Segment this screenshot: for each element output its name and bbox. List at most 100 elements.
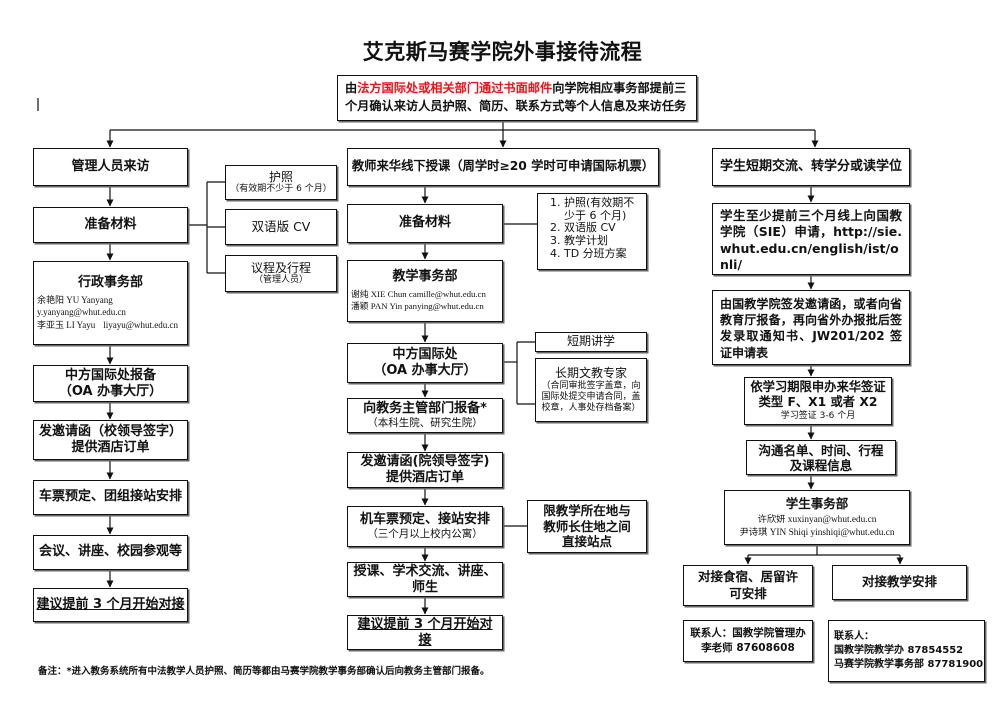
expert-short-term: 短期讲学	[535, 332, 647, 352]
step-label: 会议、讲座、校园参观等	[38, 544, 182, 560]
contact-row: 潘颖 PAN Yin panying@whut.edu.cn	[351, 300, 484, 311]
intro-highlight: 法方国际处或相关部门通过书面邮件	[357, 81, 553, 95]
intro-rest: 向学院相应事务部提前三个月确认来访人员护照、简历、联系方式等个人信息及来访任务	[345, 81, 687, 113]
visa-note: 学习签证 3-6 个月	[780, 410, 856, 421]
step-sublabel: （OA 办事大厅）	[373, 363, 477, 378]
admin-office-box: 行政事务部 余艳阳 YU Yanyang y.yanyang@whut.edu.…	[33, 261, 188, 345]
step-sublabel: 提供酒店订单	[385, 470, 464, 485]
branch-label: 对接食宿、居留许可安排	[697, 569, 798, 601]
contact-line: 国教学院教学办 87854552	[834, 645, 964, 656]
office-title: 学生事务部	[785, 495, 849, 511]
step-label: 中方国际处	[392, 347, 458, 363]
expert-label: 长期文教专家	[554, 365, 627, 380]
branch-label: 对接教学安排	[861, 574, 937, 590]
mgmt-step-tickets: 车票预定、团组接站安排	[33, 480, 188, 515]
communicate-text: 沟通名单、时间、行程及课程信息	[758, 442, 884, 473]
material-label: 议程及行程	[250, 260, 311, 275]
step-label: 授课、学术交流、讲座、师生	[353, 563, 497, 595]
contact-email: liyayu@whut.edu.cn	[103, 319, 179, 330]
students-header: 学生短期交流、转学分或读学位	[712, 148, 910, 186]
management-header: 管理人员来访	[33, 148, 188, 186]
contact-row: 尹诗琪 YIN Shiqi yinshiqi@whut.edu.cn	[739, 527, 895, 538]
teachers-step-intl-office: 中方国际处 （OA 办事大厅）	[347, 343, 503, 383]
teachers-header-label: 教师来华线下授课（周学时≥20 学时可申请国际机票）	[351, 159, 655, 173]
contact-line: 联系人：国教学院管理办	[690, 627, 806, 640]
invitation-text: 由国教学院签发邀请函，或者向省教育厅报备，再向省外办报批后签发录取通知书、JW2…	[720, 297, 902, 360]
material-cv: 双语版 CV	[225, 209, 337, 245]
management-materials: 准备材料	[33, 207, 188, 243]
mgmt-step-advance: 建议提前 3 个月开始对接	[33, 588, 188, 622]
management-header-label: 管理人员来访	[71, 158, 150, 174]
material-label: 护照	[268, 169, 293, 184]
pickup-note: 限教学所在地与教师长住地之间直接站点	[543, 503, 631, 550]
contact-row: 许欣妍 xuxinyan@whut.edu.cn	[757, 515, 877, 526]
contact-box-teaching: 联系人： 国教学院教学办 87854552 马赛学院教学事务部 87781900	[828, 620, 985, 682]
teachers-materials-list: 护照(有效期不少于 6 个月) 双语版 CV 教学计划 TD 分班方案	[537, 193, 647, 270]
material-item: 护照(有效期不少于 6 个月)	[564, 196, 643, 222]
office-title: 行政事务部	[77, 275, 143, 291]
step-label: 机车票预定、接站安排	[359, 511, 490, 527]
step-label: 车票预定、团组接站安排	[38, 489, 182, 505]
intro-prefix: 由	[345, 81, 358, 95]
step-label: 发邀请函(院领导签字)	[360, 454, 490, 470]
material-passport: 护照 （有效期不少于 6 个月）	[225, 165, 337, 200]
contact-line: 李老师 87608608	[701, 642, 795, 654]
students-header-label: 学生短期交流、转学分或读学位	[719, 158, 902, 174]
contact-name: 李亚玉 LI Yayu	[37, 319, 96, 330]
mgmt-step-invitation: 发邀请函（校领导签字） 提供酒店订单	[33, 420, 188, 460]
expert-long-term: 长期文教专家 （合同审批签字盖章，向国际处提交申请合同，盖校章，人事处存档备案）	[535, 358, 647, 422]
student-office-box: 学生事务部 许欣妍 xuxinyan@whut.edu.cn 尹诗琪 YIN S…	[724, 490, 910, 545]
step-sublabel: 提供酒店订单	[71, 440, 150, 455]
students-communicate-box: 沟通名单、时间、行程及课程信息	[746, 440, 896, 475]
teachers-step-advance: 建议提前 3 个月开始对接	[347, 615, 503, 650]
materials-label: 准备材料	[398, 215, 451, 231]
step-sublabel: （三个月以上校内公寓）	[367, 528, 483, 541]
intro-box: 由法方国际处或相关部门通过书面邮件向学院相应事务部提前三个月确认来访人员护照、简…	[337, 75, 697, 121]
step-label: 建议提前 3 个月开始对接	[36, 596, 185, 612]
mgmt-step-intl-office: 中方国际处报备 （OA 办事大厅）	[33, 365, 188, 402]
office-title: 教学事务部	[392, 269, 458, 285]
contact-line: 联系人：	[834, 631, 874, 642]
expert-note: （合同审批签字盖章，向国际处提交申请合同，盖校章，人事处存档备案）	[541, 380, 641, 414]
teachers-step-teaching: 授课、学术交流、讲座、师生	[347, 562, 503, 597]
material-note: （有效期不少于 6 个月）	[230, 184, 332, 195]
contact-row: 谢纯 XIE Chun camille@whut.edu.cn	[351, 289, 486, 300]
apply-text: 学生至少提前三个月线上向国教学院（SIE）申请，http://sie.whut.…	[720, 208, 902, 272]
visa-text: 依学习期限申办来华签证类型 F、X1 或者 X2	[750, 380, 886, 409]
teachers-step-tickets: 机车票预定、接站安排 （三个月以上校内公寓）	[347, 506, 503, 547]
step-label: 向教务主管部门报备*	[363, 401, 487, 417]
teachers-step-invitation: 发邀请函(院领导签字) 提供酒店订单	[347, 452, 503, 488]
students-visa-box: 依学习期限申办来华签证类型 F、X1 或者 X2 学习签证 3-6 个月	[744, 377, 892, 425]
material-label: 双语版 CV	[251, 218, 311, 234]
pickup-note-box: 限教学所在地与教师长住地之间直接站点	[527, 500, 647, 553]
material-item: 双语版 CV	[564, 222, 643, 235]
teachers-materials: 准备材料	[347, 204, 503, 243]
page-title: 艾克斯马赛学院外事接待流程	[362, 40, 643, 64]
contact-row: 李亚玉 LI Yayu liyayu@whut.edu.cn	[37, 319, 184, 331]
contact-email: y.yanyang@whut.edu.cn	[37, 307, 126, 318]
contact-box-admin: 联系人：国教学院管理办 李老师 87608608	[683, 620, 813, 662]
expert-label: 短期讲学	[566, 334, 615, 349]
teaching-office-box: 教学事务部 谢纯 XIE Chun camille@whut.edu.cn 潘颖…	[347, 260, 503, 322]
students-apply-box: 学生至少提前三个月线上向国教学院（SIE）申请，http://sie.whut.…	[712, 203, 910, 275]
teachers-header: 教师来华线下授课（周学时≥20 学时可申请国际机票）	[347, 148, 659, 186]
contact-name: 余艳阳 YU Yanyang	[37, 295, 113, 306]
branch-accommodation: 对接食宿、居留许可安排	[683, 565, 813, 606]
material-item: 教学计划	[564, 234, 643, 248]
footnote: 备注：*进入教务系统所有中法教学人员护照、简历等都由马赛学院教学事务部确认后向教…	[38, 666, 490, 677]
step-sublabel: （OA 办事大厅）	[58, 383, 163, 399]
materials-list: 护照(有效期不少于 6 个月) 双语版 CV 教学计划 TD 分班方案	[538, 196, 643, 261]
material-note: （管理人员）	[253, 275, 308, 286]
contact-line: 马赛学院教学事务部 87781900	[834, 659, 984, 670]
step-label: 建议提前 3 个月开始对接	[357, 616, 493, 648]
branch-teaching: 对接教学安排	[832, 565, 967, 600]
step-label: 中方国际处报备	[64, 367, 156, 383]
students-invitation-box: 由国教学院签发邀请函，或者向省教育厅报备，再向省外办报批后签发录取通知书、JW2…	[712, 290, 910, 365]
material-item: TD 分班方案	[564, 247, 643, 261]
step-sublabel: （本科生院、研究生院）	[367, 416, 483, 429]
material-agenda: 议程及行程 （管理人员）	[225, 255, 337, 292]
step-label: 发邀请函（校领导签字）	[38, 424, 182, 440]
teachers-step-report: 向教务主管部门报备* （本科生院、研究生院）	[347, 398, 503, 433]
